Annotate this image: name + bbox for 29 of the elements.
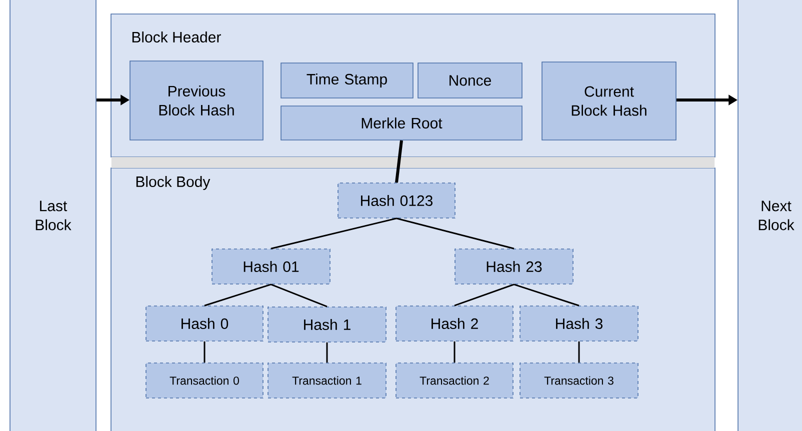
transaction-box: Transaction 2 [396,362,514,398]
block-box: Next Block [738,0,802,431]
connector-line [396,218,514,250]
block-box: Last Block [10,0,96,431]
transaction-box: Transaction 1 [268,362,386,398]
hash-box: Hash 23 [454,248,574,284]
transaction-box: Transaction 3 [520,362,638,398]
field-box: Time Stamp [280,62,414,98]
connector-line [326,342,328,363]
connector-line [395,140,403,183]
hash-box: Hash 01 [212,248,330,284]
field-box: Current Block Hash [542,62,676,140]
hash-box: Hash 2 [396,306,514,342]
connector-line [204,341,206,363]
connector-line [204,284,272,306]
connector-line [514,284,580,306]
connector-line [454,284,514,306]
field-box: Nonce [418,62,522,98]
hash-box: Hash 3 [520,306,638,342]
connector-line [270,284,328,308]
connector-line [270,218,397,250]
connector-line [578,341,580,363]
hash-box: Hash 1 [268,306,386,342]
transaction-box: Transaction 0 [146,362,264,398]
hash-box: Hash 0123 [338,182,456,218]
field-box: Previous Block Hash [130,60,264,140]
field-box: Merkle Root [280,106,522,140]
connector-line [454,341,456,363]
hash-box: Hash 0 [146,306,264,342]
